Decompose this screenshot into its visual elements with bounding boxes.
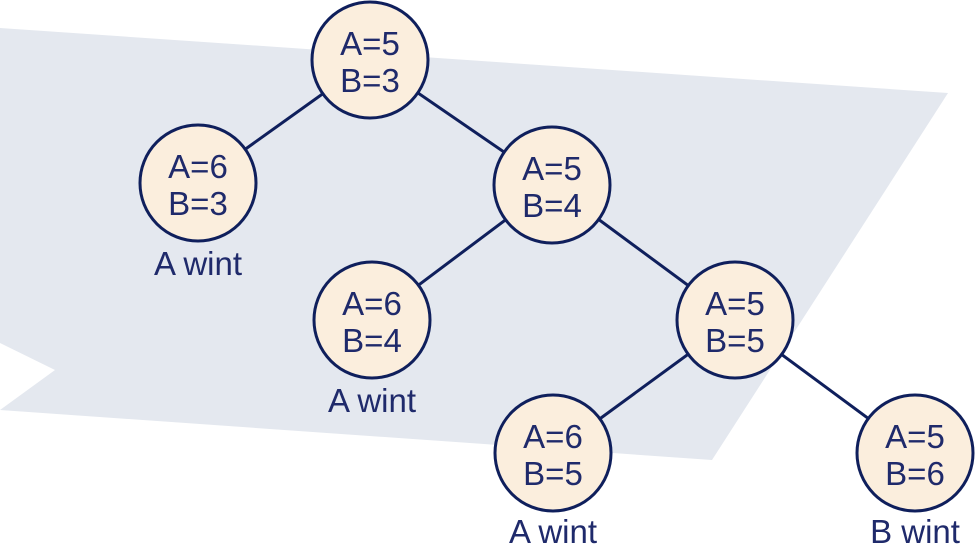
node-label-b: B=6 — [885, 455, 945, 492]
tree-node-a5b5: A=5B=5 — [675, 260, 795, 380]
node-label-b: B=4 — [522, 187, 582, 224]
node-circle — [493, 393, 613, 513]
outcome-label: B wint — [870, 513, 960, 550]
node-label-a: A=6 — [168, 148, 228, 185]
node-label-a: A=5 — [885, 418, 945, 455]
tree-node-root: A=5B=3 — [310, 0, 430, 120]
node-label-a: A=5 — [522, 150, 582, 187]
node-circle — [675, 260, 795, 380]
tree-node-a6b4: A=6B=4 A wint — [312, 260, 432, 419]
node-circle — [492, 125, 612, 245]
tree-node-a6b3: A=6B=3 A wint — [138, 123, 258, 282]
node-label-b: B=5 — [705, 322, 765, 359]
node-label-b: B=4 — [342, 322, 402, 359]
outcome-label: A wint — [328, 382, 416, 419]
node-label-a: A=5 — [340, 25, 400, 62]
tree-node-a5b6: A=5B=6 B wint — [855, 393, 975, 550]
node-circle — [855, 393, 975, 513]
outcome-label: A wint — [154, 245, 242, 282]
node-label-b: B=5 — [523, 455, 583, 492]
tree-node-a5b4: A=5B=4 — [492, 125, 612, 245]
node-label-b: B=3 — [340, 62, 400, 99]
node-label-b: B=3 — [168, 185, 228, 222]
node-circle — [310, 0, 430, 120]
node-label-a: A=5 — [705, 285, 765, 322]
outcome-label: A wint — [509, 513, 597, 550]
node-label-a: A=6 — [523, 418, 583, 455]
node-circle — [312, 260, 432, 380]
node-circle — [138, 123, 258, 243]
tree-node-a6b5: A=6B=5 A wint — [493, 393, 613, 550]
node-label-a: A=6 — [342, 285, 402, 322]
